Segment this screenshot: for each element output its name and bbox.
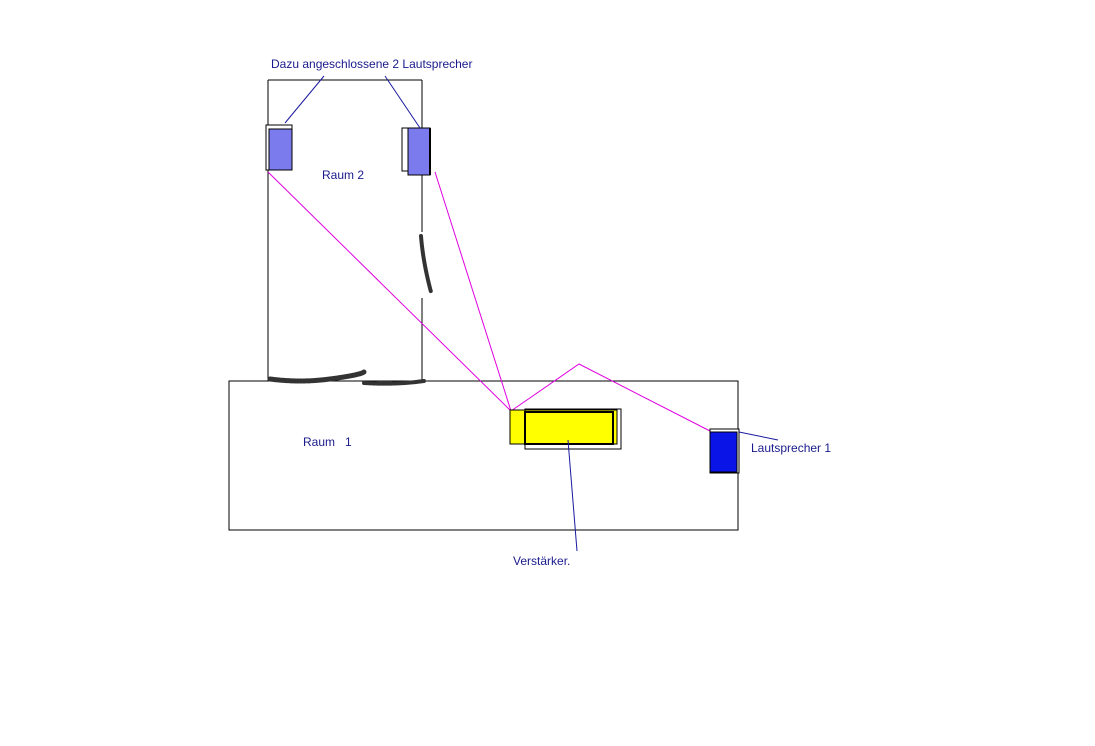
doorway-scribble xyxy=(267,234,433,386)
speaker-1-label: Lautsprecher 1 xyxy=(751,441,832,455)
room-1-label: Raum 1 xyxy=(303,435,352,449)
speaker-1 xyxy=(709,428,740,474)
cable-left-speaker xyxy=(267,171,512,412)
pointer-speaker-1 xyxy=(738,431,779,441)
pointer-amplifier xyxy=(567,439,578,552)
room-2-label: Raum 2 xyxy=(322,168,365,182)
speaker-room2-right xyxy=(401,127,431,176)
pointer-speakers-left xyxy=(284,75,325,124)
amplifier xyxy=(509,408,622,450)
pointer-speakers-right xyxy=(384,75,421,129)
speakers-title-label: Dazu angeschlossene 2 Lautsprecher xyxy=(271,57,473,71)
speaker-room2-left xyxy=(265,124,293,171)
speaker-cables xyxy=(267,171,711,432)
label-pointers xyxy=(284,75,779,552)
cable-right-speaker xyxy=(434,171,512,412)
cable-speaker-1 xyxy=(510,363,711,432)
room-1-outline xyxy=(228,380,739,531)
amplifier-label: Verstärker. xyxy=(513,554,571,568)
